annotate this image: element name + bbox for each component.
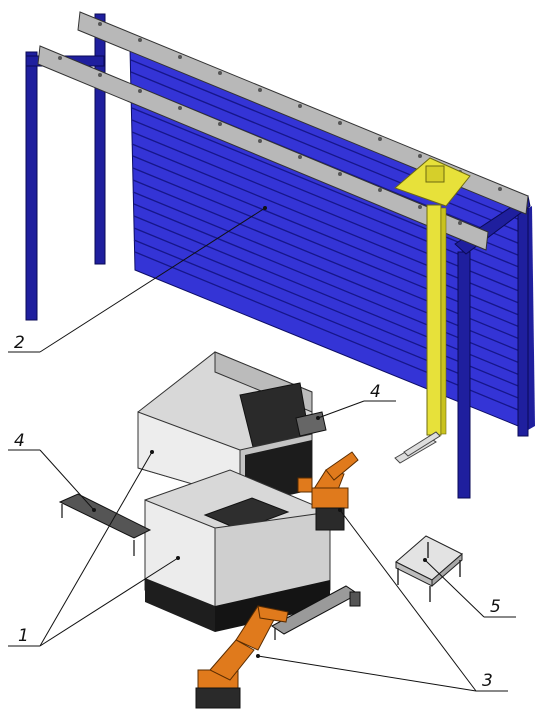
- callout-1: 1: [18, 626, 29, 646]
- leader-lines: [8, 207, 516, 692]
- gantry-frame-icon: [25, 11, 531, 499]
- industrial-robot-icon: [195, 451, 359, 709]
- leader-endpoints: [92, 206, 427, 658]
- callout-2: 2: [14, 333, 25, 353]
- work-table-icon: [395, 535, 463, 602]
- callout-5: 5: [490, 597, 501, 617]
- callout-3: 3: [482, 671, 493, 691]
- robot-upper: [297, 451, 359, 531]
- callout-4-left: 4: [14, 431, 25, 451]
- cnc-lathe-icon: [137, 351, 331, 632]
- callout-4-right: 4: [370, 382, 381, 402]
- gantry-carriage-icon: [394, 157, 471, 464]
- conveyor-icon: [58, 411, 361, 640]
- robot-lower: [195, 605, 289, 709]
